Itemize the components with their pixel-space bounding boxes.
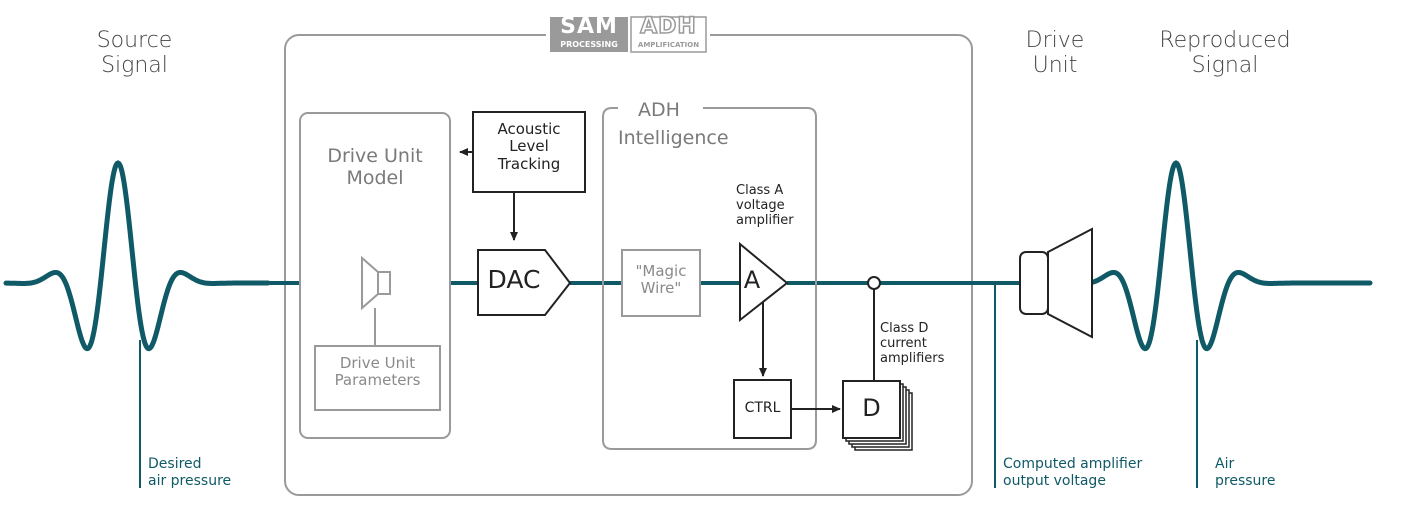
source-waveform (3, 160, 271, 352)
amp-d-label: D (862, 394, 881, 422)
air-pressure-text: Air pressure (1215, 456, 1276, 489)
adh-intelligence-text: ADH Intelligence (618, 99, 729, 149)
drive-unit-model-label: Drive Unit Model (300, 145, 450, 190)
source-signal-text: Source Signal (96, 28, 173, 79)
drive-unit-parameters-label: Drive Unit Parameters (315, 354, 440, 390)
ctrl-label: CTRL (744, 400, 781, 416)
amp-a-block (739, 241, 789, 323)
acoustic-level-tracking-label: Acoustic Level Tracking (473, 120, 585, 173)
drive-unit-parameters-box (314, 345, 441, 411)
amp-a-label: A (743, 266, 761, 294)
class-a-label: Class A voltage amplifier (736, 183, 816, 229)
amp-d-stack (842, 380, 913, 451)
model-speaker-icon (361, 255, 391, 311)
class-d-text: Class D current amplifiers (880, 321, 945, 366)
drive-unit-text: Drive Unit (1025, 28, 1085, 79)
dac-block (477, 249, 572, 316)
badge-adh-sub: AMPLIFICATION (637, 41, 700, 49)
adh-intelligence-box (602, 107, 817, 450)
junction-node (867, 276, 881, 290)
acoustic-level-tracking-box (472, 111, 586, 193)
computed-voltage-text: Computed amplifier output voltage (1003, 456, 1143, 489)
desired-air-pressure-text: Desired air pressure (148, 456, 232, 489)
badge-adh: ADH (639, 14, 697, 39)
reproduced-signal-label: Reproduced Signal (1140, 28, 1310, 79)
dac-label: DAC (487, 265, 541, 294)
class-d-label: Class D current amplifiers (880, 321, 970, 367)
desired-air-pressure-note: Desired air pressure (148, 456, 231, 490)
air-pressure-note: Air pressure (1215, 456, 1275, 490)
reproduced-signal-text: Reproduced Signal (1159, 28, 1291, 79)
magic-wire-text: "Magic Wire" (635, 262, 687, 298)
drive-unit-speaker-icon (1019, 227, 1093, 339)
reproduced-waveform (1089, 160, 1373, 352)
drive-unit-model-text: Drive Unit Model (327, 145, 423, 189)
badge-sam: SAM (560, 14, 618, 39)
badge-sam-sub: PROCESSING (560, 40, 618, 49)
acoustic-level-tracking-text: Acoustic Level Tracking (497, 120, 561, 173)
adh-intelligence-label: ADH Intelligence (618, 96, 729, 152)
ctrl-box (733, 379, 792, 439)
drive-unit-parameters-text: Drive Unit Parameters (334, 354, 421, 390)
magic-wire-label: "Magic Wire" (622, 262, 700, 298)
computed-voltage-note: Computed amplifier output voltage (1003, 456, 1142, 490)
magic-wire-box (621, 249, 701, 317)
drive-unit-label: Drive Unit (1005, 28, 1105, 79)
class-a-text: Class A voltage amplifier (736, 183, 794, 228)
sam-adh-badge (546, 14, 710, 56)
source-signal-label: Source Signal (72, 28, 197, 79)
pointer-lines (139, 283, 1198, 488)
